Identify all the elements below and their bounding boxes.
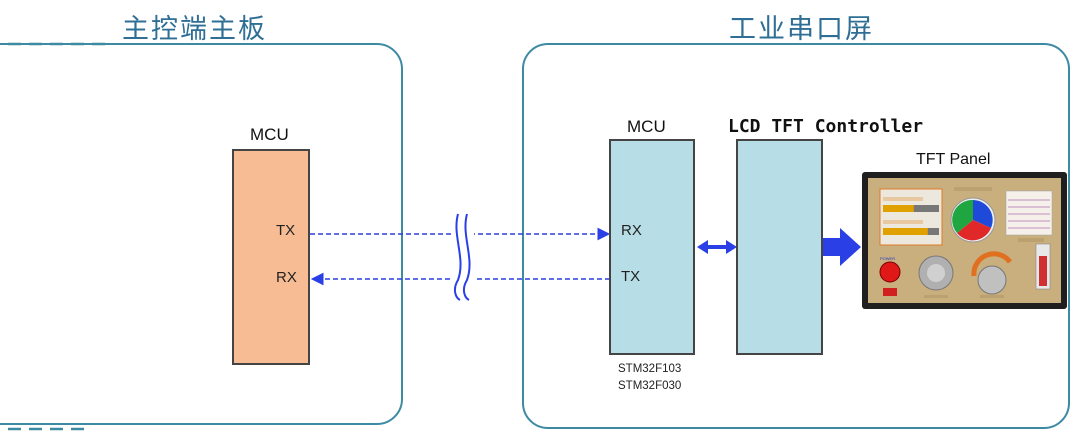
thermometer-fill: [1039, 256, 1047, 286]
tft-panel: POWER: [862, 172, 1067, 309]
stop-button-graphic: [883, 288, 897, 296]
line-break-mark-right: [462, 213, 471, 301]
screen-mcu-block: [609, 139, 695, 355]
right-group-title: 工业串口屏: [729, 14, 874, 44]
controller-block: [736, 139, 823, 355]
left-group-title: 主控端主板: [122, 14, 267, 44]
progress-fill-1: [883, 205, 914, 212]
bidirectional-arrow: [697, 240, 737, 254]
screen-mcu-label: MCU: [627, 117, 666, 136]
power-button-graphic: [879, 261, 901, 283]
fan-slice-green: [952, 199, 973, 233]
fan-slice-red: [957, 220, 991, 241]
progress-caption-1: [883, 197, 923, 201]
voltage-knob-center: [927, 264, 945, 282]
fan-speed-caption: [954, 187, 992, 191]
tft-panel-label: TFT Panel: [916, 151, 991, 168]
strength-gauge-arc: [971, 251, 1013, 277]
strength-caption: [980, 295, 1004, 298]
progress-caption-2: [883, 220, 923, 224]
strength-gauge: [977, 265, 1007, 295]
fan-slice-blue: [973, 200, 993, 228]
tft-screen: POWER: [868, 178, 1061, 303]
serial-screen-group: [522, 43, 1070, 429]
host-mcu-block: [232, 149, 310, 365]
host-tx-pin: TX: [276, 222, 296, 239]
progress-fill-2: [883, 228, 928, 235]
chip-model-1: STM32F103: [618, 363, 682, 375]
temperature-caption: [1018, 238, 1044, 242]
screen-tx-pin: TX: [621, 268, 641, 285]
controller-label: LCD TFT Controller: [728, 116, 924, 137]
chip-model-2: STM32F030: [618, 380, 682, 392]
line-break-mark-left: [453, 213, 462, 301]
voltage-caption: [924, 295, 948, 298]
output-arrow: [823, 228, 861, 266]
screen-rx-pin: RX: [621, 222, 642, 239]
power-label: POWER: [880, 256, 896, 261]
host-rx-pin: RX: [276, 269, 297, 286]
host-mcu-label: MCU: [250, 125, 289, 144]
tft-screen-graphics: [879, 187, 1053, 298]
